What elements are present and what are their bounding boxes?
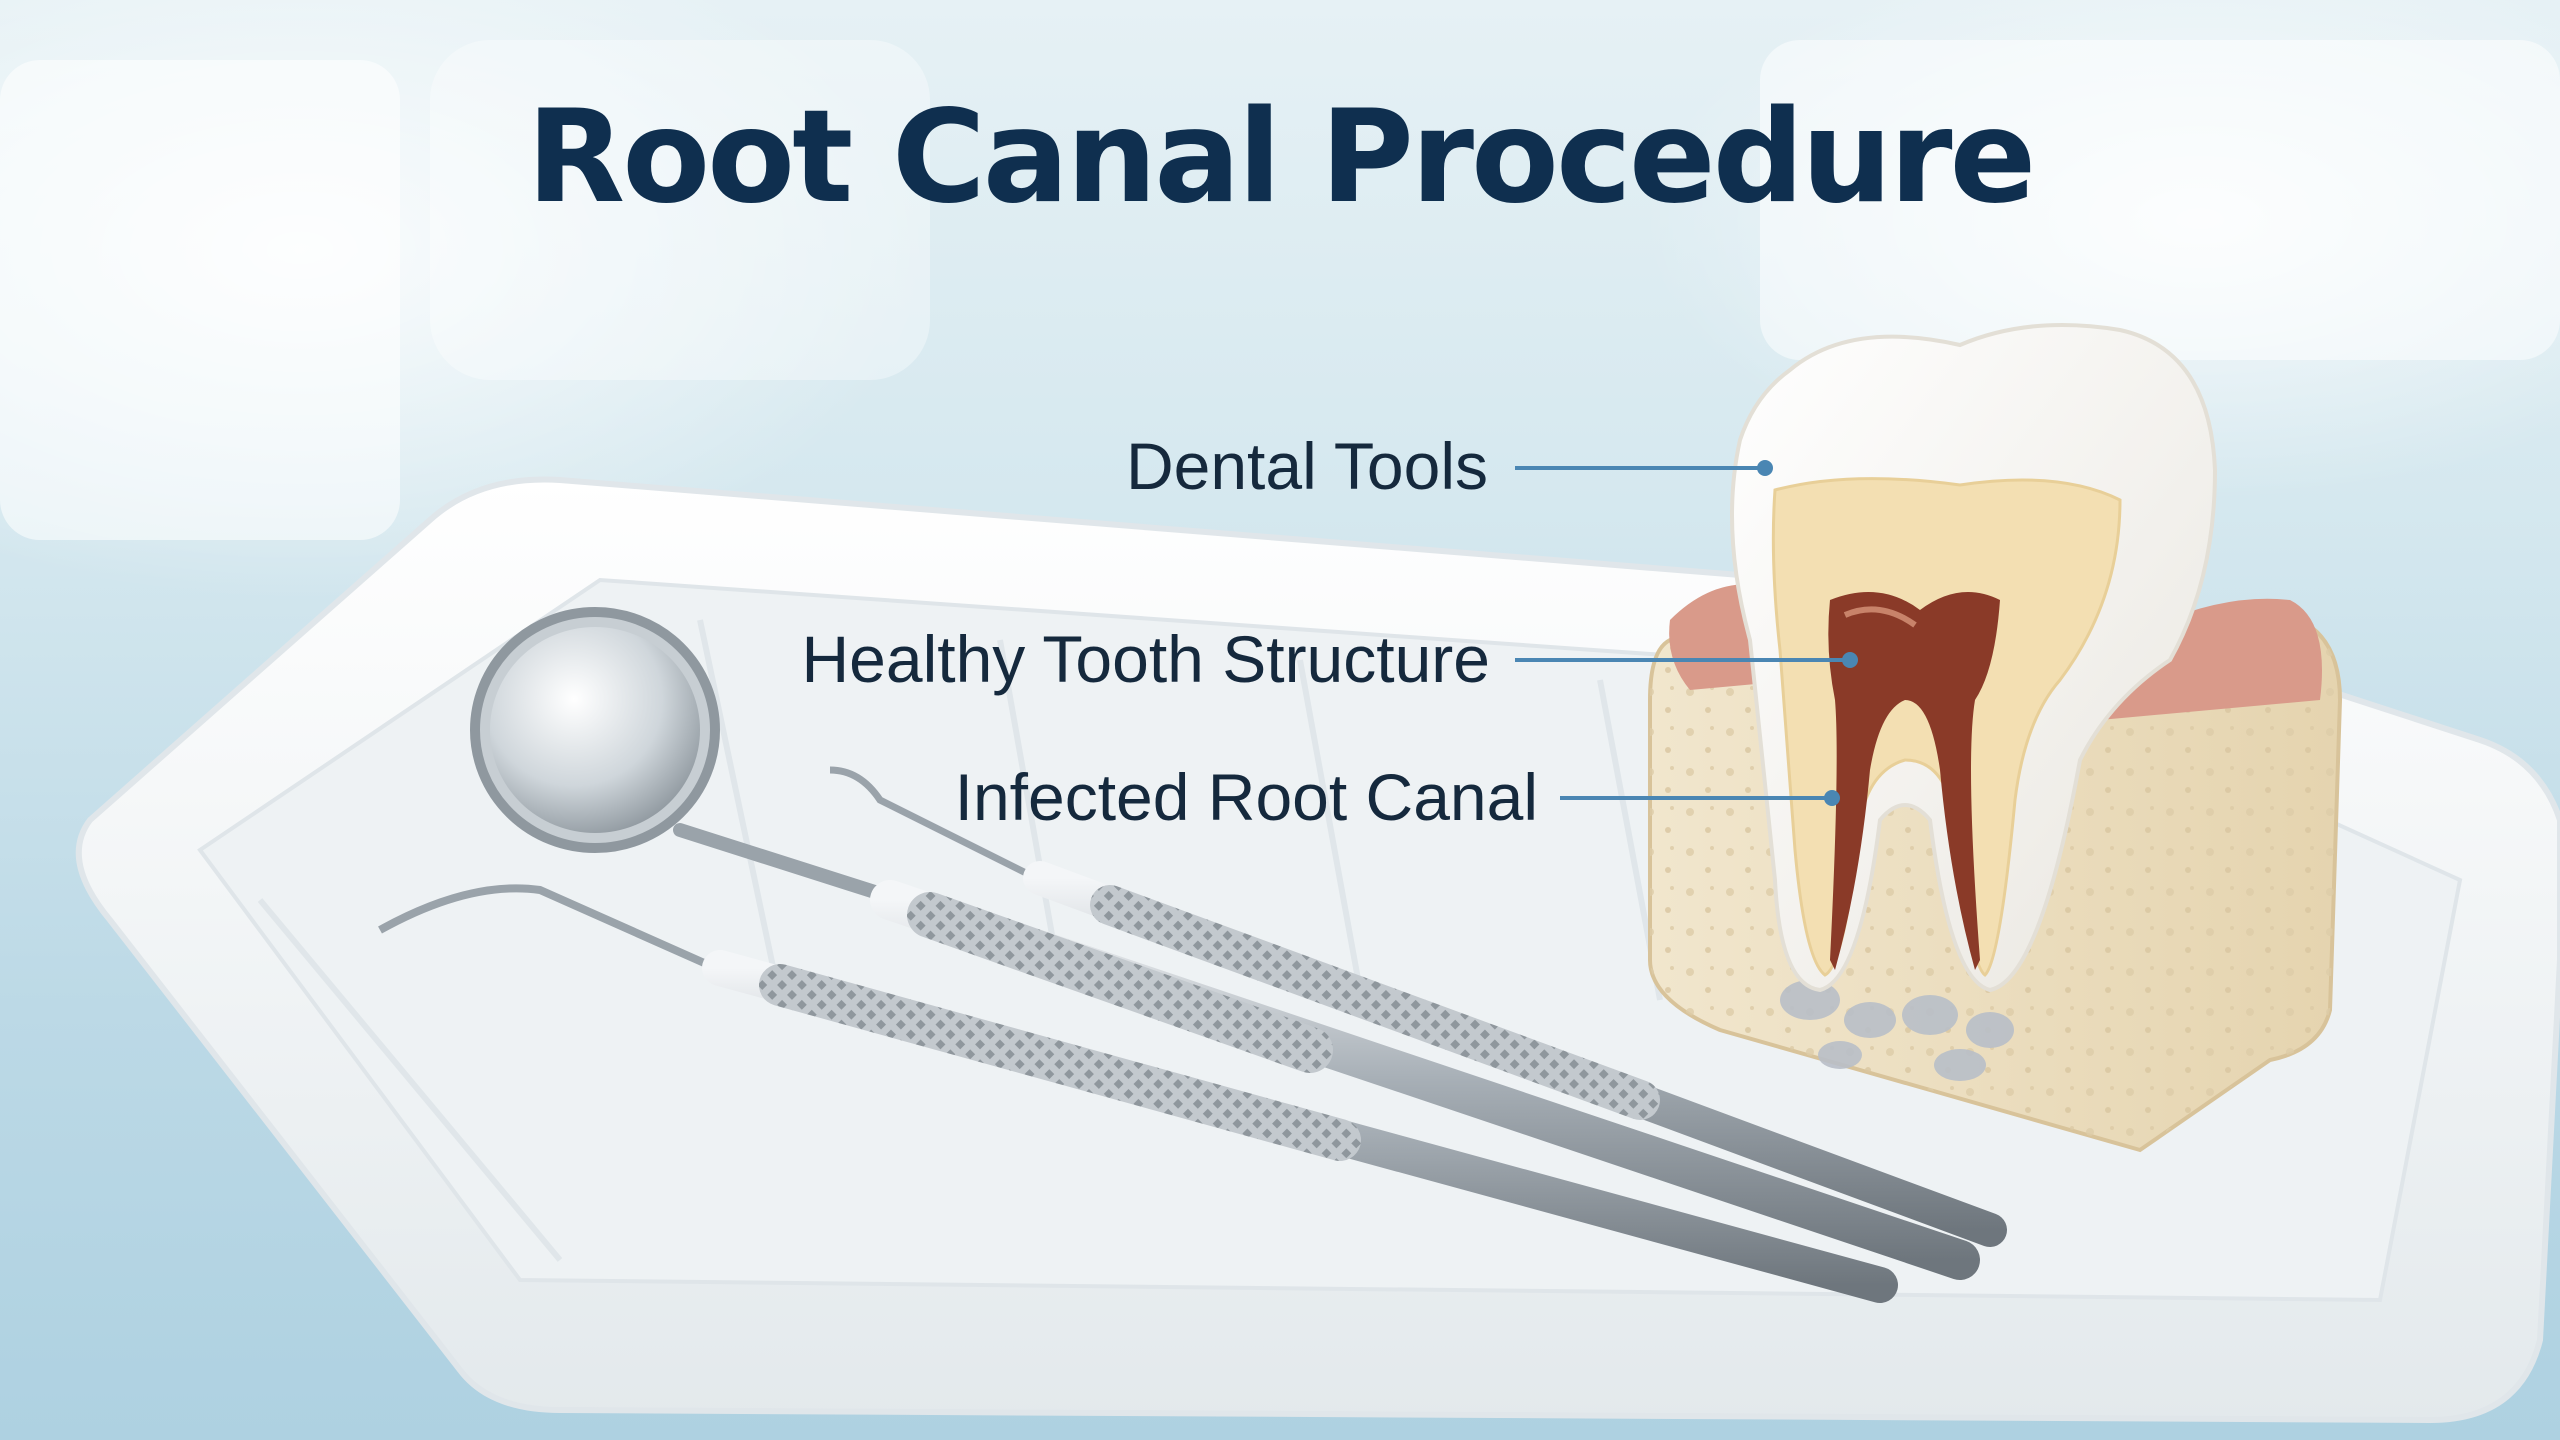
blurred-jar (430, 40, 930, 380)
dental-explorer (829, 766, 2007, 1247)
leader-dot-healthy-tooth (1842, 652, 1858, 668)
dental-scaler (378, 884, 1898, 1303)
leader-dot-dental-tools (1757, 460, 1773, 476)
leader-lines (1515, 460, 1858, 806)
callout-dental-tools: Dental Tools (1125, 429, 1488, 503)
tooth-model (1648, 323, 2343, 1153)
leader-dot-infected-canal (1824, 790, 1840, 806)
page-title: Root Canal Procedure (526, 83, 2037, 232)
callout-infected-root-canal: Infected Root Canal (954, 760, 1538, 834)
blurred-box-right (1760, 40, 2560, 360)
callout-healthy-tooth-structure: Healthy Tooth Structure (801, 622, 1491, 696)
blurred-box-left (0, 60, 400, 540)
dental-mirror (470, 607, 1980, 1280)
